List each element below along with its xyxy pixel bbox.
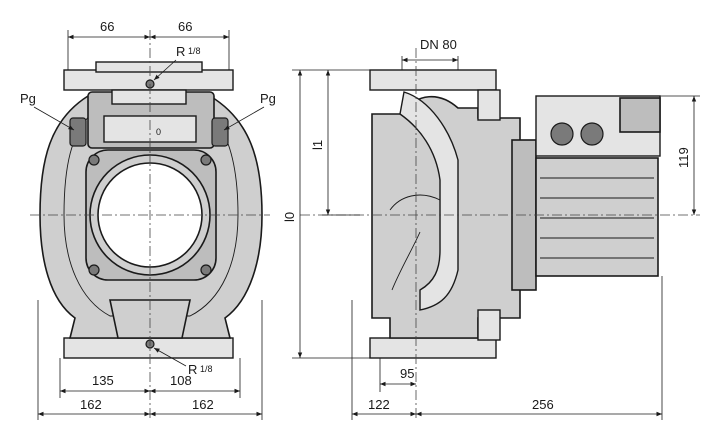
thread-bottom-prefix: R [188,362,197,377]
thread-bottom-fraction: 1/8 [200,364,213,374]
dim-l1: l1 [310,140,325,150]
side-top-flange [369,69,497,91]
dim-bottom-inner-right: 108 [170,373,192,388]
side-view: DN 80 l0 l1 119 95 122 256 [282,37,700,420]
side-channel-lower [389,194,441,291]
dim-bottom-outer-left: 162 [80,397,102,412]
bolt-icon [200,264,212,276]
side-right-flange [477,89,501,121]
front-top-flange-neck [95,61,203,73]
bolt-icon [88,264,100,276]
front-cable-gland-left [69,117,87,147]
dim-256: 256 [532,397,554,412]
thread-top-prefix: R [176,44,185,59]
dim-119: 119 [676,147,691,168]
cable-gland-icon [580,122,604,146]
dim-122: 122 [368,397,390,412]
side-bottom-flange [369,337,497,359]
dim-bottom-outer-right: 162 [192,397,214,412]
pg-right-label: Pg [260,91,276,106]
front-plug-mark: 0 [156,127,161,137]
pg-left-label: Pg [20,91,36,106]
dim-95: 95 [400,366,414,381]
dim-top-left: 66 [100,19,114,34]
dim-bottom-inner-left: 135 [92,373,114,388]
side-right-flange-lower [477,309,501,341]
bolt-icon [200,154,212,166]
cable-gland-icon [550,122,574,146]
front-cable-gland-right [211,117,229,147]
thread-top-fraction: 1/8 [188,46,201,56]
dim-dn80: DN 80 [420,37,457,52]
dim-l0: l0 [282,212,297,222]
side-terminal-lid [619,97,661,133]
side-channel [399,91,459,311]
dim-top-right: 66 [178,19,192,34]
front-terminal-top [111,89,187,105]
bolt-icon [88,154,100,166]
front-view: 0 Pg Pg R 1/8 R 1/8 [20,19,276,420]
front-housing-inner [63,109,239,317]
